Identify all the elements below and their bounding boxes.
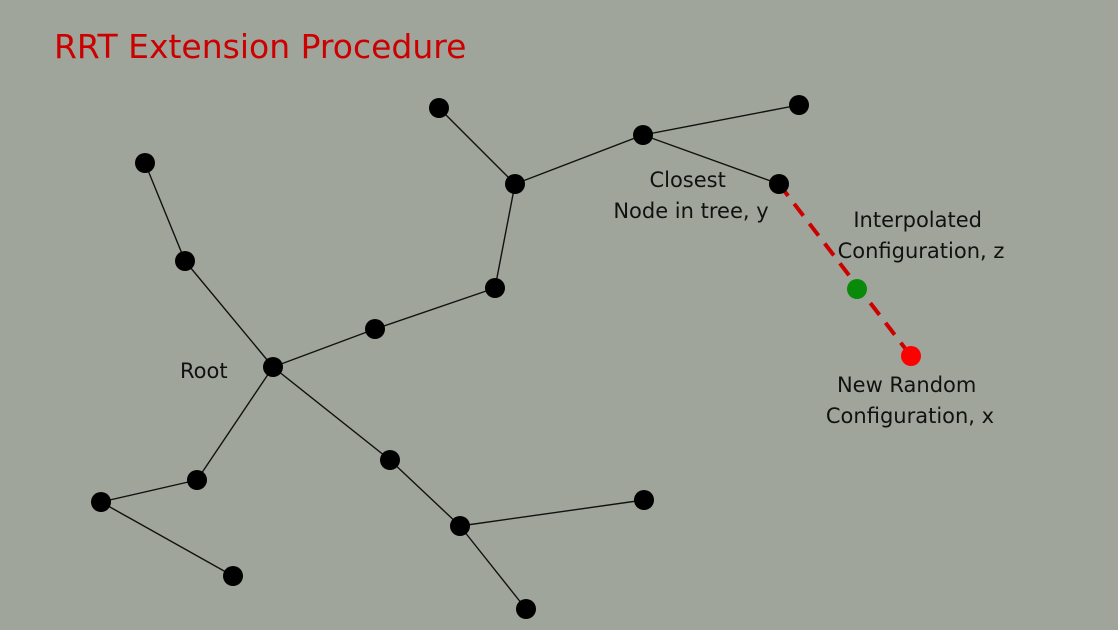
tree-edge (272, 366, 391, 461)
extension-path (777, 182, 913, 358)
tree-edge (514, 134, 644, 185)
tree-node (789, 95, 809, 115)
tree-edge (494, 183, 516, 289)
extension-dashed-line (777, 182, 913, 358)
tree-node (516, 599, 536, 619)
tree-node (429, 98, 449, 118)
tree-node (365, 319, 385, 339)
diagram-labels: Root Closest Node in tree, y Interpolate… (180, 168, 1004, 428)
tree-edge (438, 107, 516, 185)
tree-edge (459, 499, 645, 527)
tree-edge (642, 104, 800, 136)
random-node (901, 346, 921, 366)
interpolated-config-label: Interpolated Configuration, z (838, 208, 1005, 263)
tree-nodes (91, 95, 921, 619)
tree-node (91, 492, 111, 512)
tree-edge (144, 162, 186, 262)
slide-title: RRT Extension Procedure (54, 27, 467, 66)
tree-edge (389, 459, 461, 527)
tree-edge (100, 501, 234, 577)
tree-node (505, 174, 525, 194)
tree-edge (642, 134, 780, 185)
tree-edge (459, 525, 527, 610)
tree-edges (100, 104, 800, 610)
tree-node (175, 251, 195, 271)
tree-node (634, 490, 654, 510)
tree-edge (196, 366, 274, 481)
tree-node (485, 278, 505, 298)
closest-node (769, 174, 789, 194)
tree-edge (272, 328, 376, 368)
closest-node-label: Closest Node in tree, y (613, 168, 768, 223)
tree-edge (374, 287, 496, 330)
tree-node (187, 470, 207, 490)
tree-node (450, 516, 470, 536)
tree-edge (184, 260, 274, 368)
root-node (263, 357, 283, 377)
random-config-label: New Random Configuration, x (826, 373, 994, 428)
tree-node (380, 450, 400, 470)
interpolated-node (847, 279, 867, 299)
tree-edge (100, 479, 198, 503)
tree-node (135, 153, 155, 173)
tree-node (633, 125, 653, 145)
root-label: Root (180, 359, 228, 383)
tree-node (223, 566, 243, 586)
